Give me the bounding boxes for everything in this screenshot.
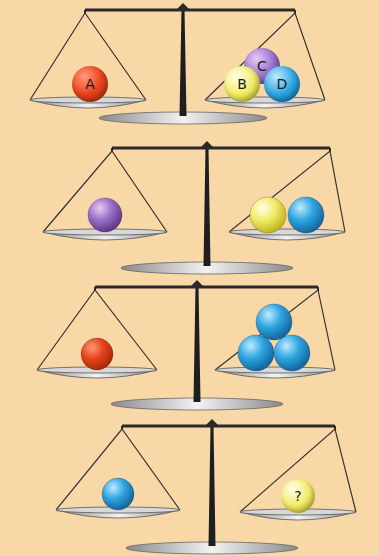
scale-pole: [209, 426, 216, 546]
lettered-ball: D: [264, 66, 300, 102]
beam-pivot: [200, 141, 214, 148]
pan-strings: [37, 290, 157, 370]
scale: [43, 141, 345, 274]
beam-pivot: [205, 419, 219, 426]
lettered-ball: B: [224, 66, 260, 102]
pan-strings: [229, 151, 345, 232]
ball-letter: A: [85, 77, 95, 91]
ball: [274, 335, 310, 371]
scale-pole: [180, 10, 187, 116]
scale-pole: [204, 148, 211, 266]
scale: [30, 3, 325, 124]
scale-pole: [194, 287, 201, 402]
scale: [37, 280, 335, 410]
beam-pivot: [176, 3, 190, 10]
pan-rim: [215, 367, 335, 373]
ball: [102, 478, 134, 510]
scale-beam: [112, 147, 330, 150]
ball-letter: D: [277, 77, 288, 91]
lettered-ball: A: [72, 66, 108, 102]
pan-strings: [43, 151, 167, 232]
pan-strings: [56, 429, 180, 510]
lettered-ball: ?: [281, 479, 315, 513]
ball-letter: B: [237, 77, 247, 91]
ball-letter: C: [257, 59, 267, 73]
ball: [250, 197, 286, 233]
ball-letter: ?: [294, 489, 301, 503]
scale: [56, 419, 356, 554]
ball: [256, 304, 292, 340]
pan-rim: [205, 97, 325, 103]
beam-pivot: [190, 280, 204, 287]
pan-strings: [240, 429, 356, 512]
ball: [88, 198, 122, 232]
pan-rim: [229, 229, 345, 235]
scale-beam: [122, 425, 335, 428]
ball: [238, 335, 274, 371]
pan-strings: [215, 290, 335, 370]
ball: [288, 197, 324, 233]
pan-strings: [30, 13, 146, 100]
scale-beam: [95, 286, 318, 289]
ball: [81, 338, 113, 370]
